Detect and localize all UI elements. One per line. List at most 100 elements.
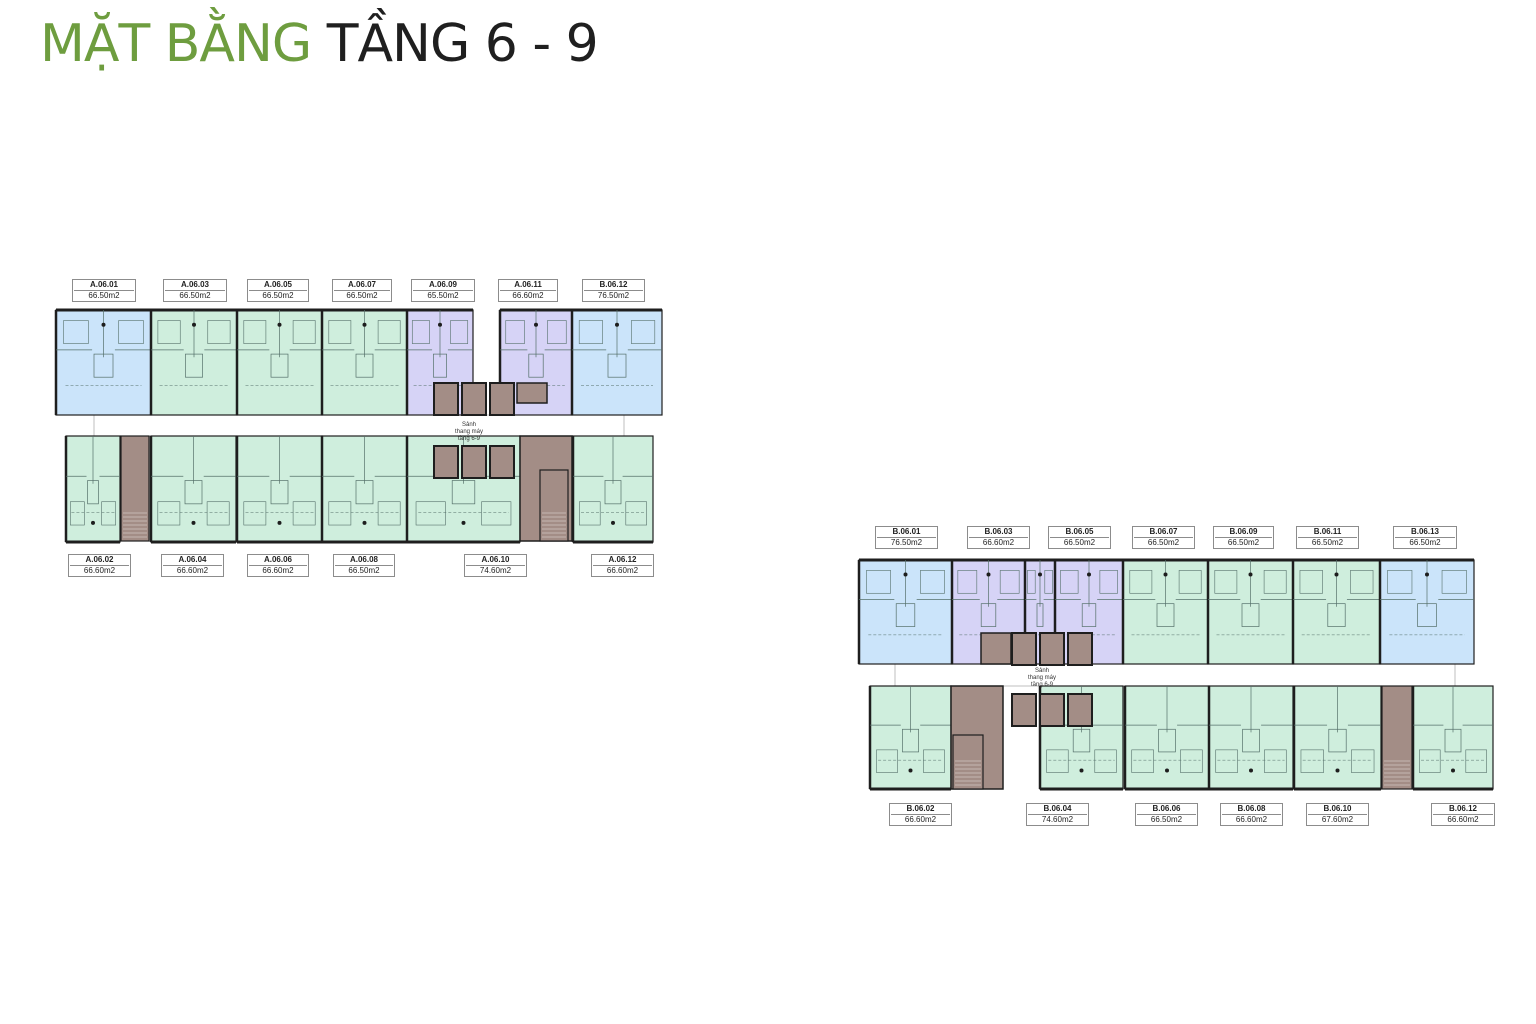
bed-outline [505, 320, 525, 344]
unit-area: 66.60m2 [83, 566, 116, 575]
unit-area: 67.60m2 [1321, 815, 1354, 824]
core-block [980, 632, 1012, 665]
bed-outline [923, 749, 945, 773]
unit-code: B.06.11 [1298, 527, 1357, 538]
bed-outline [1060, 570, 1079, 594]
unit-code: B.06.09 [1215, 527, 1272, 538]
bathroom [902, 728, 919, 753]
unit-area: 66.50m2 [1063, 538, 1096, 547]
bed-outline [1263, 570, 1287, 594]
column-dot [1038, 572, 1042, 577]
elevator-shaft [461, 445, 487, 479]
unit-code: B.06.01 [877, 527, 936, 538]
elevator-shaft [489, 382, 515, 416]
lobby-note-a-line-2: thang máy [454, 429, 484, 435]
bed-outline [415, 501, 446, 526]
bed-outline [1214, 570, 1238, 594]
bathroom [433, 353, 447, 378]
bed-outline [292, 501, 316, 526]
unit-area: 66.50m2 [1147, 538, 1180, 547]
bed-outline [1027, 570, 1036, 594]
bed-outline [157, 501, 181, 526]
bathroom [1417, 603, 1437, 627]
bathroom [1081, 603, 1097, 627]
bed-outline [1094, 749, 1117, 773]
bed-outline [631, 320, 656, 344]
unit-area: 66.50m2 [88, 291, 120, 300]
bathroom [1156, 603, 1175, 627]
bathroom [1242, 728, 1260, 753]
column-dot [1165, 768, 1169, 773]
bed-outline [1419, 749, 1441, 773]
bed-outline [63, 320, 89, 344]
lobby-note-a: Sảnh thang máy tầng 6-9 [432, 422, 506, 443]
elevator-shaft [1067, 693, 1093, 727]
unit-area: 66.60m2 [262, 566, 294, 575]
bed-outline [957, 570, 978, 594]
column-dot [986, 572, 991, 577]
unit-code: B.06.03 [969, 527, 1028, 538]
elevator-shaft [489, 445, 515, 479]
unit-code: A.06.07 [334, 280, 390, 291]
stairwell [120, 435, 150, 542]
bathroom [184, 480, 203, 505]
bed-outline [625, 501, 647, 526]
bed-outline [1300, 749, 1324, 773]
title-part-1: MẶT BẰNG [40, 14, 312, 74]
unit-code: A.06.12 [593, 555, 652, 566]
bathroom [1158, 728, 1176, 753]
column-dot [362, 520, 367, 525]
bed-outline [70, 501, 85, 526]
bed-outline [206, 501, 230, 526]
unit-area: 66.60m2 [512, 291, 544, 300]
bed-outline [1131, 749, 1154, 773]
stairwell [952, 734, 984, 790]
bed-outline [411, 320, 430, 344]
column-dot [1087, 572, 1091, 577]
unit-code: B.06.02 [891, 804, 950, 815]
unit-area: 66.60m2 [1235, 815, 1268, 824]
unit-code: B.06.13 [1395, 527, 1455, 538]
column-dot [1079, 768, 1084, 773]
bed-outline [1044, 570, 1053, 594]
unit-area: 74.60m2 [1041, 815, 1074, 824]
unit-area: 66.60m2 [606, 566, 639, 575]
column-dot [362, 322, 367, 327]
unit-code: B.06.12 [584, 280, 643, 291]
column-dot [1451, 768, 1455, 773]
lobby-note-b: Sảnh thang máy tầng 6-9 [1005, 668, 1079, 689]
column-dot [277, 520, 282, 525]
bathroom [607, 353, 627, 378]
bed-outline [118, 320, 144, 344]
bed-outline [579, 501, 601, 526]
lobby-note-b-line-1: Sảnh [1034, 668, 1049, 674]
bed-outline [1180, 749, 1203, 773]
bed-outline [1046, 749, 1069, 773]
bed-outline [101, 501, 116, 526]
unit-code: B.06.04 [1028, 804, 1087, 815]
bathroom [451, 480, 476, 505]
bathroom [93, 353, 114, 378]
unit-area: 66.60m2 [904, 815, 937, 824]
column-dot [438, 322, 442, 327]
unit-area: 66.60m2 [176, 566, 209, 575]
bed-outline [1350, 570, 1374, 594]
bathroom [1327, 603, 1346, 627]
column-dot [1163, 572, 1168, 577]
bathroom [355, 480, 374, 505]
page-title: MẶT BẰNG TẦNG 6 - 9 [40, 14, 599, 74]
column-dot [1425, 572, 1429, 577]
lobby-note-b-line-2: thang máy [1027, 675, 1057, 681]
